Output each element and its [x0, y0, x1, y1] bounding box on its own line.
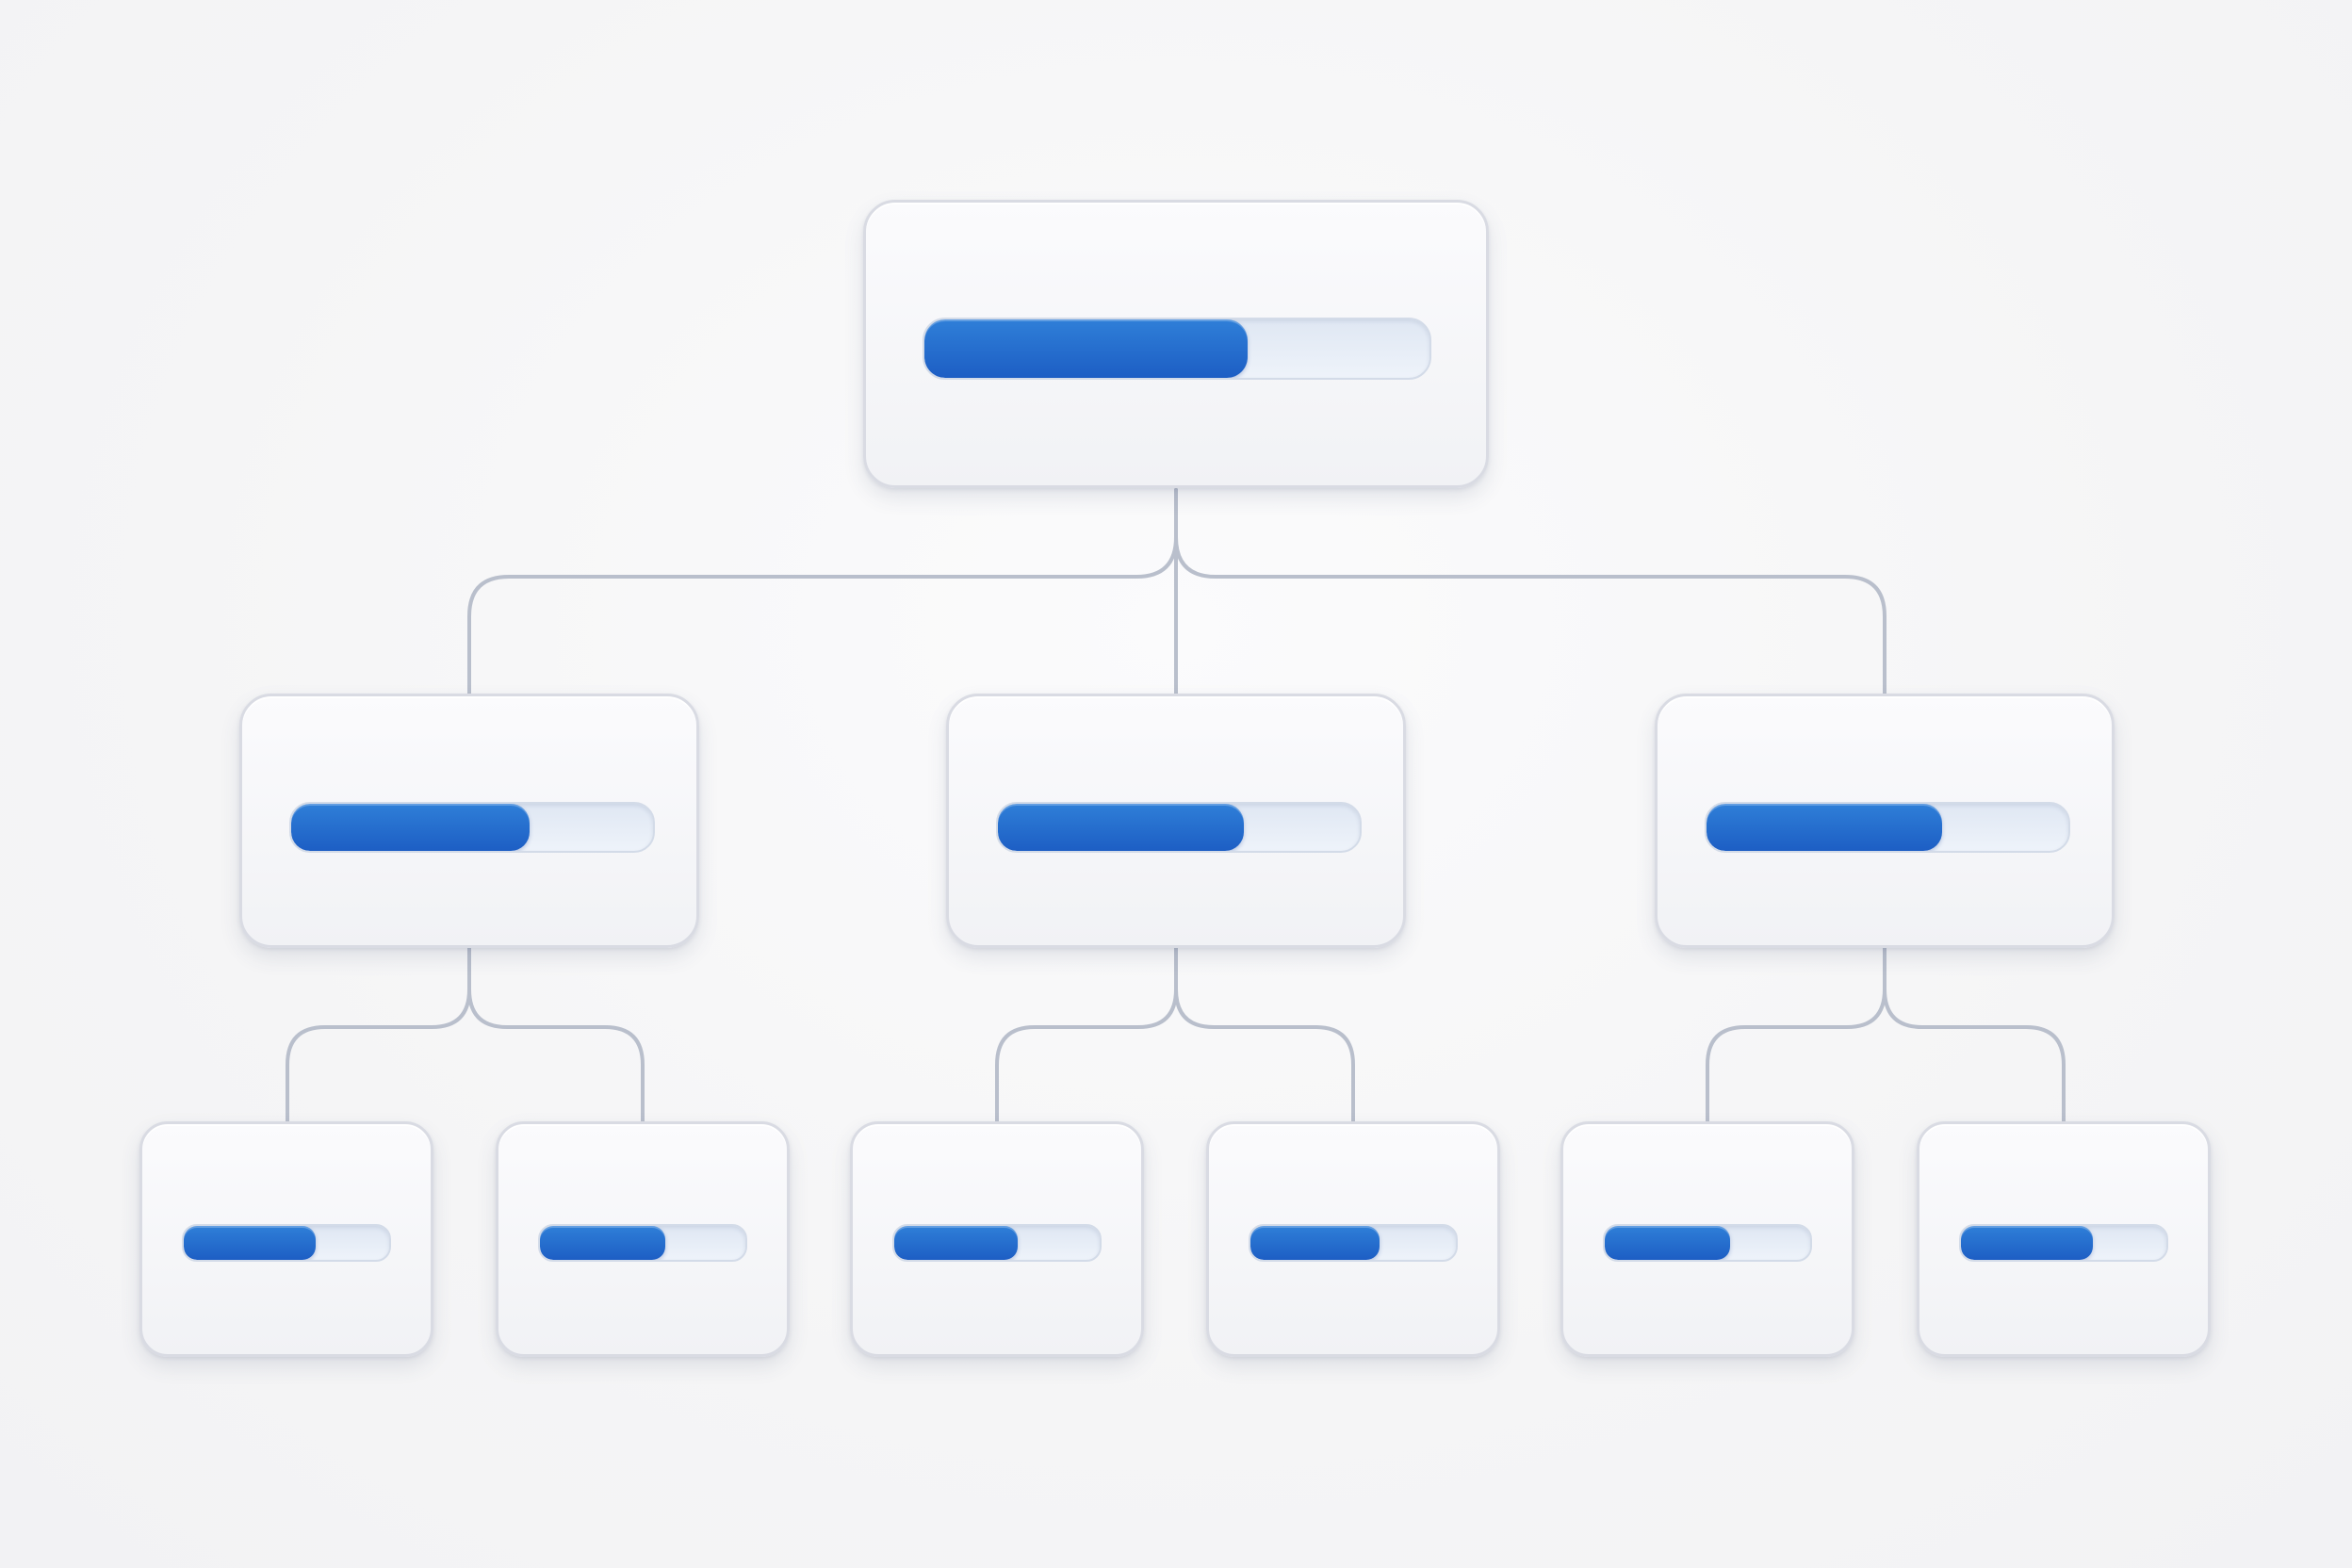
- progress-bar: [1249, 1224, 1458, 1262]
- connector-root-to-right: [1174, 488, 1886, 695]
- progress-bar: [538, 1224, 747, 1262]
- level2-node-right-1[interactable]: [1560, 1121, 1854, 1357]
- level1-node-left[interactable]: [239, 694, 699, 948]
- connector-right-to-child-1: [1706, 946, 1886, 1123]
- progress-bar: [996, 802, 1362, 853]
- connector-center-to-child-2: [1174, 946, 1355, 1123]
- level2-node-center-2[interactable]: [1206, 1121, 1500, 1357]
- level2-node-center-1[interactable]: [850, 1121, 1144, 1357]
- level2-node-left-2[interactable]: [496, 1121, 790, 1357]
- progress-fill: [894, 1226, 1018, 1260]
- level1-node-center[interactable]: [946, 694, 1406, 948]
- connector-left-to-child-2: [467, 946, 645, 1123]
- level2-node-right-2[interactable]: [1917, 1121, 2211, 1357]
- progress-bar: [1603, 1224, 1812, 1262]
- connector-center-to-child-1: [995, 946, 1178, 1123]
- progress-fill: [540, 1226, 665, 1260]
- level1-node-right[interactable]: [1655, 694, 2115, 948]
- progress-bar: [892, 1224, 1102, 1262]
- progress-bar: [1959, 1224, 2168, 1262]
- connector-right-to-child-2: [1883, 946, 2066, 1123]
- connector-left-to-child-1: [286, 946, 471, 1123]
- progress-fill: [998, 804, 1245, 851]
- progress-fill: [291, 804, 531, 851]
- progress-fill: [1961, 1226, 2093, 1260]
- progress-bar: [289, 802, 655, 853]
- progress-bar: [923, 318, 1431, 380]
- progress-bar: [1705, 802, 2070, 853]
- connector-root-to-left: [467, 488, 1178, 695]
- level2-node-left-1[interactable]: [139, 1121, 433, 1357]
- progress-fill: [924, 319, 1249, 378]
- root-node[interactable]: [863, 200, 1489, 488]
- progress-fill: [1605, 1226, 1730, 1260]
- progress-bar: [182, 1224, 391, 1262]
- progress-fill: [184, 1226, 316, 1260]
- progress-fill: [1707, 804, 1942, 851]
- progress-fill: [1250, 1226, 1380, 1260]
